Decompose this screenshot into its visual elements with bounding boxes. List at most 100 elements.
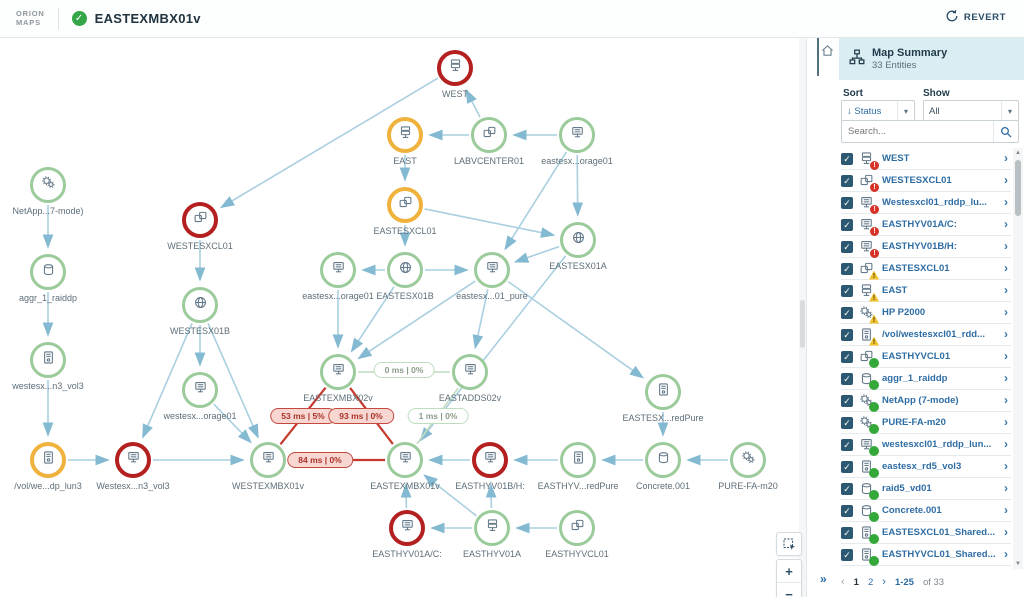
- map-node-easthyvcl01[interactable]: [559, 510, 595, 546]
- map-node-eastexmbx01v[interactable]: [387, 442, 423, 478]
- entity-chevron[interactable]: ›: [1004, 304, 1008, 319]
- entity-row[interactable]: ✓!EASTHYV01B/H:›: [841, 236, 1011, 258]
- entity-chevron[interactable]: ›: [1004, 436, 1008, 451]
- map-node-eastexmbx02v[interactable]: [320, 354, 356, 390]
- entity-list-scrollbar-thumb[interactable]: [1015, 160, 1021, 216]
- zoom-out-button[interactable]: −: [777, 582, 801, 597]
- entity-checkbox[interactable]: ✓: [841, 262, 853, 275]
- entity-chevron[interactable]: ›: [1004, 392, 1008, 407]
- entity-row[interactable]: ✓!WEST›: [841, 148, 1011, 170]
- map-node-easthyv01b-h-[interactable]: [472, 442, 508, 478]
- map-node-pure-fa-m20[interactable]: [730, 442, 766, 478]
- entity-checkbox[interactable]: ✓: [841, 350, 853, 363]
- next-page-button[interactable]: ›: [882, 576, 886, 588]
- entity-chevron[interactable]: ›: [1004, 348, 1008, 363]
- map-node-concrete-001[interactable]: [645, 442, 681, 478]
- map-node-labvcenter01[interactable]: [471, 117, 507, 153]
- entity-row[interactable]: ✓raid5_vd01›: [841, 478, 1011, 500]
- scroll-down-icon[interactable]: ▼: [1015, 561, 1021, 567]
- map-node-eastesx01b[interactable]: [387, 252, 423, 288]
- map-scrollbar[interactable]: [799, 38, 806, 597]
- map-node--vol-we-dp-lun3[interactable]: [30, 442, 66, 478]
- entity-chevron[interactable]: ›: [1004, 569, 1008, 570]
- map-node-westesx-n3-vol3[interactable]: [30, 342, 66, 378]
- sort-dropdown[interactable]: ↓ Status ▾: [841, 100, 915, 122]
- select-region-button[interactable]: [776, 532, 802, 556]
- map-node-eastadds02v[interactable]: [452, 354, 488, 390]
- entity-checkbox[interactable]: ✓: [841, 306, 853, 319]
- entity-row[interactable]: ✓EASTHYVCL01›: [841, 346, 1011, 368]
- entity-chevron[interactable]: ›: [1004, 524, 1008, 539]
- entity-chevron[interactable]: ›: [1004, 326, 1008, 341]
- entity-chevron[interactable]: ›: [1004, 238, 1008, 253]
- map-node-eastesxcl01[interactable]: [387, 187, 423, 223]
- entity-checkbox[interactable]: ✓: [841, 174, 853, 187]
- scroll-up-icon[interactable]: ▲: [1015, 150, 1021, 156]
- search-icon[interactable]: [993, 121, 1018, 142]
- entity-row[interactable]: ✓PURE-FA-m20›: [841, 412, 1011, 434]
- map-scrollbar-thumb[interactable]: [800, 300, 805, 348]
- entity-checkbox[interactable]: ✓: [841, 372, 853, 385]
- entity-chevron[interactable]: ›: [1004, 172, 1008, 187]
- map-node-eastesx-orage01[interactable]: [320, 252, 356, 288]
- entity-chevron[interactable]: ›: [1004, 458, 1008, 473]
- entity-chevron[interactable]: ›: [1004, 150, 1008, 165]
- entity-checkbox[interactable]: ✓: [841, 416, 853, 429]
- entity-checkbox[interactable]: ✓: [841, 504, 853, 517]
- home-button[interactable]: [821, 44, 834, 62]
- entity-checkbox[interactable]: ✓: [841, 152, 853, 165]
- entity-checkbox[interactable]: ✓: [841, 196, 853, 209]
- entity-checkbox[interactable]: ✓: [841, 526, 853, 539]
- map-node-west[interactable]: [437, 50, 473, 86]
- entity-checkbox[interactable]: ✓: [841, 240, 853, 253]
- map-node-aggr-1-raiddp[interactable]: [30, 254, 66, 290]
- entity-checkbox[interactable]: ✓: [841, 284, 853, 297]
- revert-button[interactable]: REVERT: [945, 9, 1006, 26]
- entity-row[interactable]: ✓!/vol/westesxcl01_rdd...›: [841, 324, 1011, 346]
- entity-row[interactable]: ✓eastesx_rd5_vol3›: [841, 456, 1011, 478]
- entity-list-scrollbar[interactable]: ▲ ▼: [1013, 148, 1023, 569]
- map-node-easthyv01a[interactable]: [474, 510, 510, 546]
- entity-row[interactable]: ✓WESTESX01B›: [841, 566, 1011, 570]
- map-node-westexmbx01v[interactable]: [250, 442, 286, 478]
- map-node-east[interactable]: [387, 117, 423, 153]
- entity-row[interactable]: ✓!HP P2000›: [841, 302, 1011, 324]
- map-node-westesx-orage01[interactable]: [182, 372, 218, 408]
- select-region-icon[interactable]: [777, 533, 801, 555]
- entity-row[interactable]: ✓!EASTHYV01A/C:›: [841, 214, 1011, 236]
- map-node-westesxcl01[interactable]: [182, 202, 218, 238]
- entity-checkbox[interactable]: ✓: [841, 438, 853, 451]
- entity-checkbox[interactable]: ✓: [841, 460, 853, 473]
- map-node-eastesx01a[interactable]: [560, 222, 596, 258]
- entity-chevron[interactable]: ›: [1004, 480, 1008, 495]
- entity-chevron[interactable]: ›: [1004, 370, 1008, 385]
- map-node-eastesx-orage01[interactable]: [559, 117, 595, 153]
- map-node-netapp-7-mode-[interactable]: [30, 167, 66, 203]
- entity-row[interactable]: ✓!EASTESXCL01›: [841, 258, 1011, 280]
- entity-checkbox[interactable]: ✓: [841, 218, 853, 231]
- map-node-eastesx-redpure[interactable]: [645, 374, 681, 410]
- entity-row[interactable]: ✓!WESTESXCL01›: [841, 170, 1011, 192]
- entity-row[interactable]: ✓EASTHYVCL01_Shared...›: [841, 544, 1011, 566]
- show-dropdown[interactable]: All ▾: [923, 100, 1019, 122]
- map-node-eastesx-01-pure[interactable]: [474, 252, 510, 288]
- entity-row[interactable]: ✓EASTESXCL01_Shared...›: [841, 522, 1011, 544]
- entity-chevron[interactable]: ›: [1004, 502, 1008, 517]
- entity-checkbox[interactable]: ✓: [841, 328, 853, 341]
- entity-chevron[interactable]: ›: [1004, 216, 1008, 231]
- entity-chevron[interactable]: ›: [1004, 194, 1008, 209]
- map-node-easthyv01a-c-[interactable]: [389, 510, 425, 546]
- entity-row[interactable]: ✓Concrete.001›: [841, 500, 1011, 522]
- map-node-westesx-n3-vol3[interactable]: [115, 442, 151, 478]
- search-input[interactable]: [842, 125, 993, 138]
- page-1-button[interactable]: 1: [853, 576, 859, 588]
- entity-chevron[interactable]: ›: [1004, 282, 1008, 297]
- entity-row[interactable]: ✓!EAST›: [841, 280, 1011, 302]
- panel-resize-handle[interactable]: [817, 38, 819, 76]
- zoom-in-button[interactable]: +: [785, 563, 793, 579]
- entity-chevron[interactable]: ›: [1004, 414, 1008, 429]
- map-node-easthyv-redpure[interactable]: [560, 442, 596, 478]
- entity-row[interactable]: ✓aggr_1_raiddp›: [841, 368, 1011, 390]
- entity-checkbox[interactable]: ✓: [841, 394, 853, 407]
